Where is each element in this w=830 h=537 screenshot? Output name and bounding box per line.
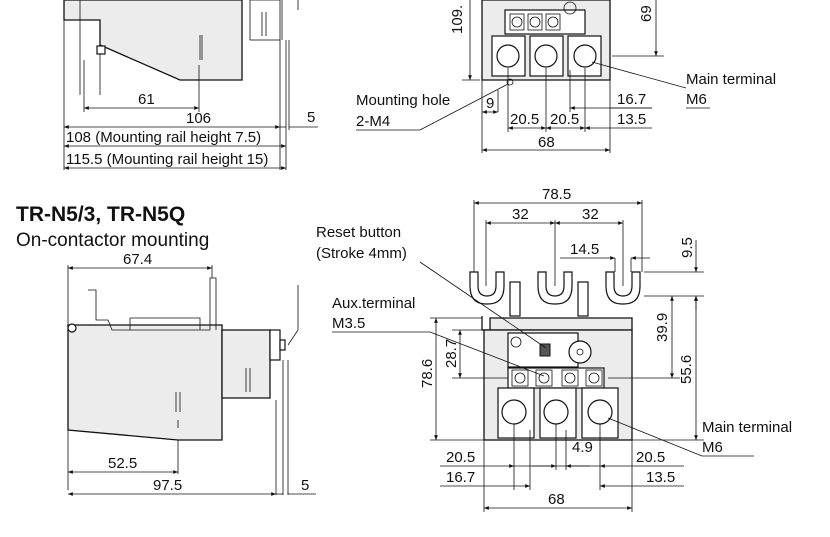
label-main-terminal-top: Main terminal [686, 71, 776, 88]
dim-78-5: 78.5 [542, 186, 571, 203]
bottom-side-view: 67.4 52.5 97.5 5 [67, 251, 316, 496]
section-subtitle: On-contactor mounting [16, 230, 209, 251]
dim-61: 61 [138, 91, 155, 108]
label-mounting-hole: Mounting hole [356, 92, 450, 109]
note-rail-7-5: 108 (Mounting rail height 7.5) [66, 129, 261, 146]
dim-67-4: 67.4 [123, 251, 152, 268]
dim-16-7: 16.7 [617, 91, 646, 108]
dim-32-a: 32 [512, 206, 529, 223]
section-title: TR-N5/3, TR-N5Q [16, 203, 185, 226]
dim-4-9: 4.9 [572, 439, 593, 456]
dim-68-top: 68 [538, 134, 555, 151]
dim-32-b: 32 [582, 206, 599, 223]
dim-20-5-right: 20.5 [636, 449, 665, 466]
dim-13-5: 13.5 [617, 111, 646, 128]
dim-52-5: 52.5 [108, 455, 137, 472]
dim-9-5: 9.5 [679, 237, 696, 258]
bottom-front-view: 78.5 32 32 14.5 9.5 39.9 55.6 78.6 28.7 [316, 186, 792, 512]
label-reset-stroke: (Stroke 4mm) [316, 245, 407, 262]
dim-69: 69 [638, 5, 655, 22]
dim-9: 9 [486, 95, 494, 112]
top-front-view: 109. 69 9 20.5 20.5 16.7 13.5 68 Mountin… [356, 0, 776, 153]
dim-20-5-left: 20.5 [446, 449, 475, 466]
dim-14-5: 14.5 [570, 241, 599, 258]
dim-97-5: 97.5 [153, 477, 182, 494]
dim-13-5-bottom: 13.5 [646, 469, 675, 486]
label-main-terminal-top-size: M6 [686, 91, 707, 108]
dim-28-7: 28.7 [443, 339, 460, 368]
label-aux-terminal: Aux.terminal [332, 295, 415, 312]
dim-20-5-a: 20.5 [510, 111, 539, 128]
label-mounting-hole-size: 2-M4 [356, 113, 390, 130]
dim-68-bottom: 68 [548, 491, 565, 508]
top-side-view: 61 106 5 108 (Mounting rail height 7.5) … [63, 0, 318, 170]
label-main-terminal-bottom: Main terminal [702, 419, 792, 436]
dim-109: 109. [449, 5, 466, 34]
label-reset-button: Reset button [316, 224, 401, 241]
dim-16-7-bottom: 16.7 [446, 469, 475, 486]
dim-55-6: 55.6 [678, 355, 695, 384]
dim-5-bottom: 5 [301, 477, 309, 494]
dim-78-6: 78.6 [419, 359, 436, 388]
label-aux-terminal-size: M3.5 [332, 315, 365, 332]
dim-20-5-b: 20.5 [550, 111, 579, 128]
dim-5-top: 5 [307, 109, 315, 126]
dim-39-9: 39.9 [654, 313, 671, 342]
dim-106: 106 [186, 110, 211, 127]
note-rail-15: 115.5 (Mounting rail height 15) [66, 151, 268, 168]
label-main-terminal-bottom-size: M6 [702, 439, 723, 456]
